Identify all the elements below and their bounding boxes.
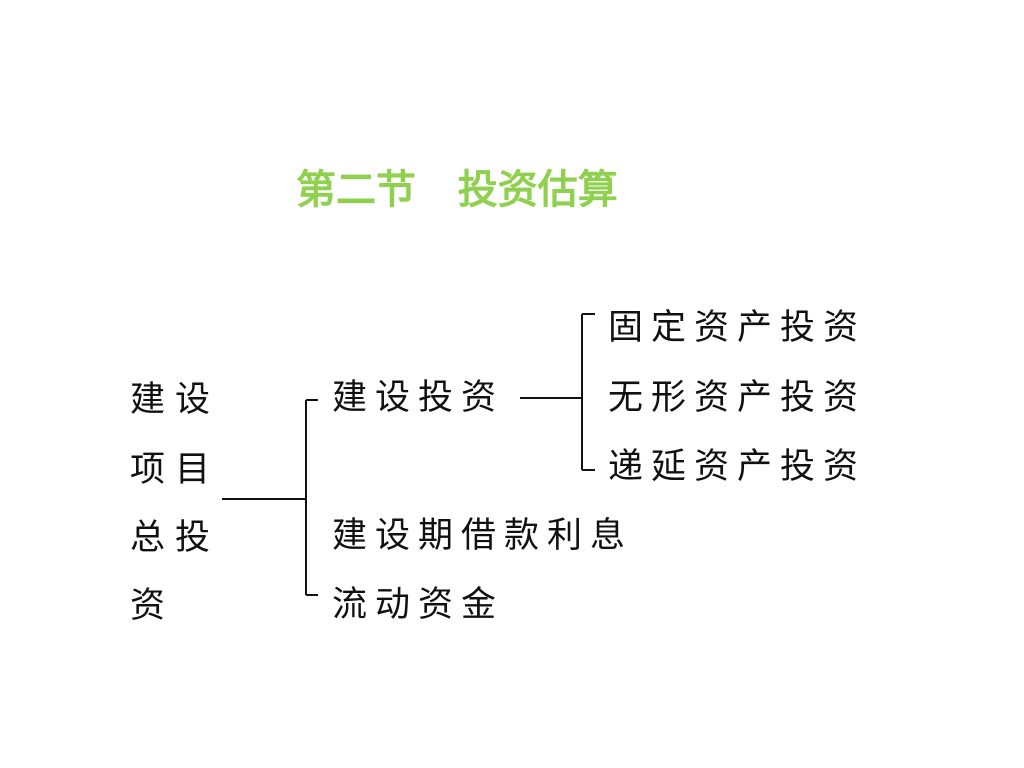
- node-construction-investment: 建设投资: [332, 378, 505, 418]
- slide-title: 第二节 投资估算: [296, 167, 618, 213]
- node-working-capital: 流动资金: [332, 585, 505, 625]
- root-node-line-4: 资: [130, 586, 176, 626]
- node-intangible-asset-investment: 无形资产投资: [608, 378, 867, 418]
- root-node-line-2: 项目: [130, 450, 221, 490]
- node-deferred-asset-investment: 递延资产投资: [608, 447, 867, 487]
- root-node-line-1: 建设: [130, 380, 221, 420]
- node-construction-loan-interest: 建设期借款利息: [332, 516, 634, 556]
- root-node-line-3: 总投: [130, 518, 221, 558]
- node-fixed-asset-investment: 固定资产投资: [608, 308, 867, 348]
